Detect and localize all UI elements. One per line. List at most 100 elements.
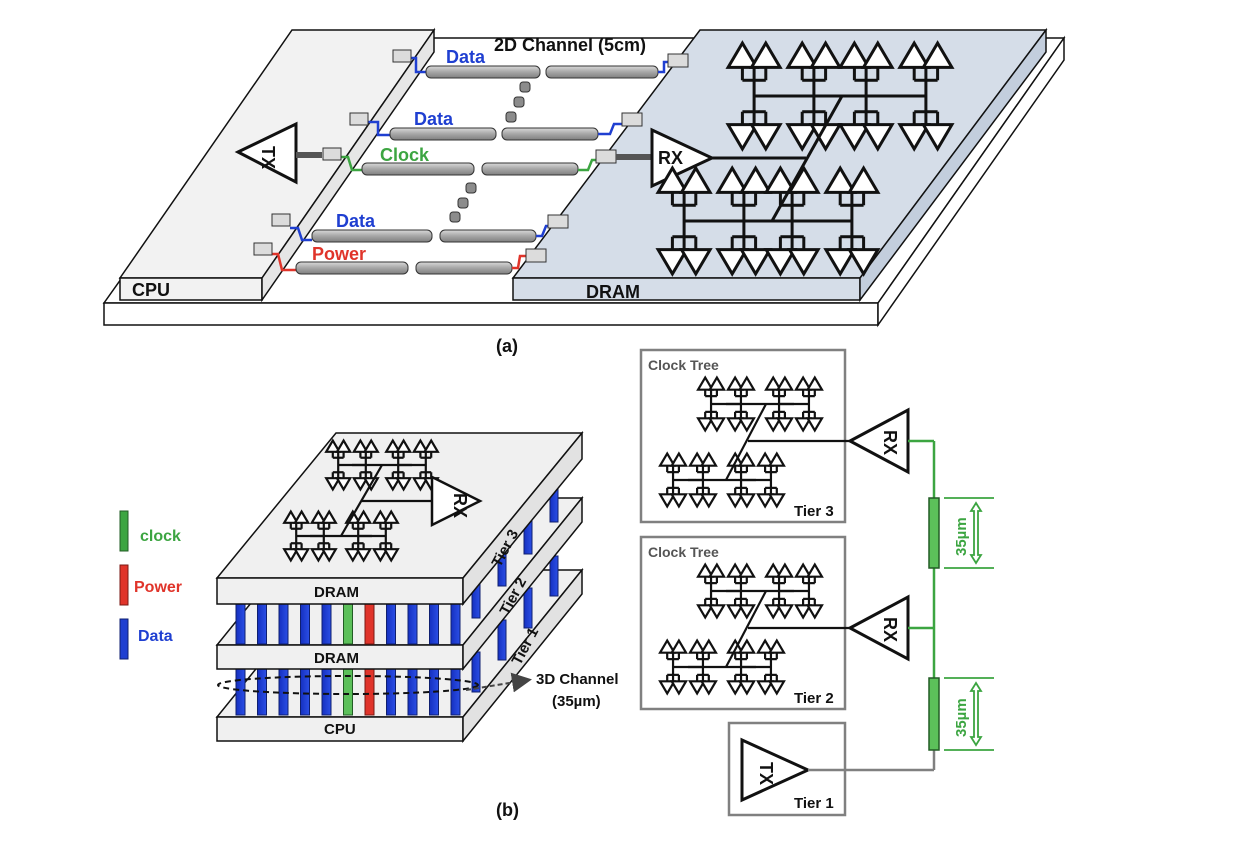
tree-leaf-down [293, 548, 311, 563]
tsv-pillar [300, 603, 310, 645]
tree-leaf-up [282, 509, 300, 524]
tsv-pillar [278, 603, 289, 645]
tree-leaf-down [737, 417, 756, 433]
data-label-1: Data [446, 47, 486, 67]
tree-leaf-down [371, 548, 389, 563]
tsv-pillar [235, 668, 246, 716]
tree-leaf-up [785, 40, 820, 69]
tree-leaf-up [688, 638, 707, 654]
tree-leaf-up [324, 438, 342, 453]
tree-trunk [725, 403, 767, 481]
tsv-pillar [343, 603, 353, 645]
tree-leaf-up [669, 638, 688, 654]
rx-label-a: RX [658, 148, 683, 168]
dram-chip-side [859, 27, 1047, 303]
tree-leaf-up [422, 438, 440, 453]
dimension-bottom [944, 677, 994, 751]
tree-leaf-up [737, 451, 756, 467]
tree-leaf-up [823, 165, 858, 194]
tree-leaf-down [764, 604, 783, 620]
tree-leaf-up [699, 638, 718, 654]
dram-chip-front [512, 277, 861, 301]
panel-a: CPU DRAM 2D Channel (5cm) Data Data [102, 27, 1066, 356]
dram-top-label: DRAM [314, 584, 359, 601]
tsv-pillar [321, 603, 332, 645]
tsv-pillar [450, 668, 461, 716]
tree-leaf-up [688, 451, 707, 467]
channel-dashed-ring [217, 675, 479, 695]
tree-leaf-up [897, 40, 932, 69]
tier3-side [462, 430, 583, 607]
tree-leaf-up [384, 438, 402, 453]
tsv-pillar [429, 603, 439, 645]
tree-leaf-down [794, 417, 813, 433]
tree-leaf-down [767, 680, 786, 696]
tree-leaf-down [696, 417, 715, 433]
clock-tree-stack [282, 438, 440, 563]
tree-leaf-down [658, 680, 677, 696]
tree-leaf-up [737, 638, 756, 654]
tree-leaf-down [805, 417, 824, 433]
tsv-tier3-tier2 [928, 497, 940, 569]
tree-leaf-up [707, 562, 726, 578]
vertical-clock-channel [808, 439, 936, 772]
tree-leaf-up [726, 375, 745, 391]
tree-leaf-up [678, 165, 713, 194]
tree-leaf-up [726, 638, 745, 654]
tree-leaf-up [846, 165, 881, 194]
tier3-tree-title: Clock Tree [648, 357, 719, 373]
tree-leaf-down [282, 548, 300, 563]
cable-row-data-1: Data [392, 47, 689, 79]
tree-leaf-down [324, 477, 342, 492]
dram-label: DRAM [586, 282, 640, 302]
tree-leaf-up [699, 451, 718, 467]
tree-leaf-down [725, 123, 760, 152]
power-label: Power [312, 244, 366, 264]
tree-leaf-down [707, 417, 726, 433]
tree-leaf-up [382, 509, 400, 524]
tree-leaf-down [860, 123, 895, 152]
tree-leaf-up [767, 451, 786, 467]
board-side [877, 35, 1065, 328]
tree-leaf-up [726, 562, 745, 578]
tree-leaf-up [794, 562, 813, 578]
tree-leaf-up [860, 40, 895, 69]
tx-driver-tier1: TX [740, 737, 812, 803]
tree-leaf-up [658, 638, 677, 654]
tree-leaf-down [805, 604, 824, 620]
legend-power-swatch [119, 564, 129, 606]
rx-label-tier3: RX [880, 430, 900, 455]
dimension-top [944, 497, 994, 569]
tree-leaf-down [726, 493, 745, 509]
tree-leaf-down [658, 493, 677, 509]
tree-leaf-down [344, 548, 362, 563]
tree-leaf-down [688, 680, 707, 696]
channel-continuation-dots [449, 81, 531, 223]
channel-label-2: (35µm) [552, 693, 601, 710]
tree-leaf-up [355, 509, 373, 524]
channel-title: 2D Channel (5cm) [494, 35, 646, 55]
tree-trunk [725, 590, 767, 668]
tree-leaf-up [725, 40, 760, 69]
tree-leaf-down [699, 680, 718, 696]
tier1-side [462, 567, 583, 744]
tree-leaf-down [678, 248, 713, 277]
data-label-3: Data [336, 211, 376, 231]
tier1-box-label: Tier 1 [794, 795, 834, 812]
tree-leaf-down [688, 493, 707, 509]
tree-leaf-down [823, 248, 858, 277]
rx-receiver-tier3: RX [846, 407, 910, 475]
tsv-pillar [257, 603, 267, 645]
tree-leaf-down [384, 477, 402, 492]
tree-leaf-up [335, 438, 353, 453]
tree-leaf-down [775, 417, 794, 433]
tree-leaf-up [351, 438, 369, 453]
tree-leaf-up [808, 40, 843, 69]
dram-mid-label: DRAM [314, 650, 359, 667]
channel-label-1: 3D Channel [536, 671, 619, 688]
caption-b: (b) [496, 800, 519, 820]
tree-leaf-up [786, 165, 821, 194]
tree-leaf-down [669, 493, 688, 509]
legend-power-label: Power [134, 579, 182, 596]
cable-row-clock: Clock [322, 145, 617, 176]
